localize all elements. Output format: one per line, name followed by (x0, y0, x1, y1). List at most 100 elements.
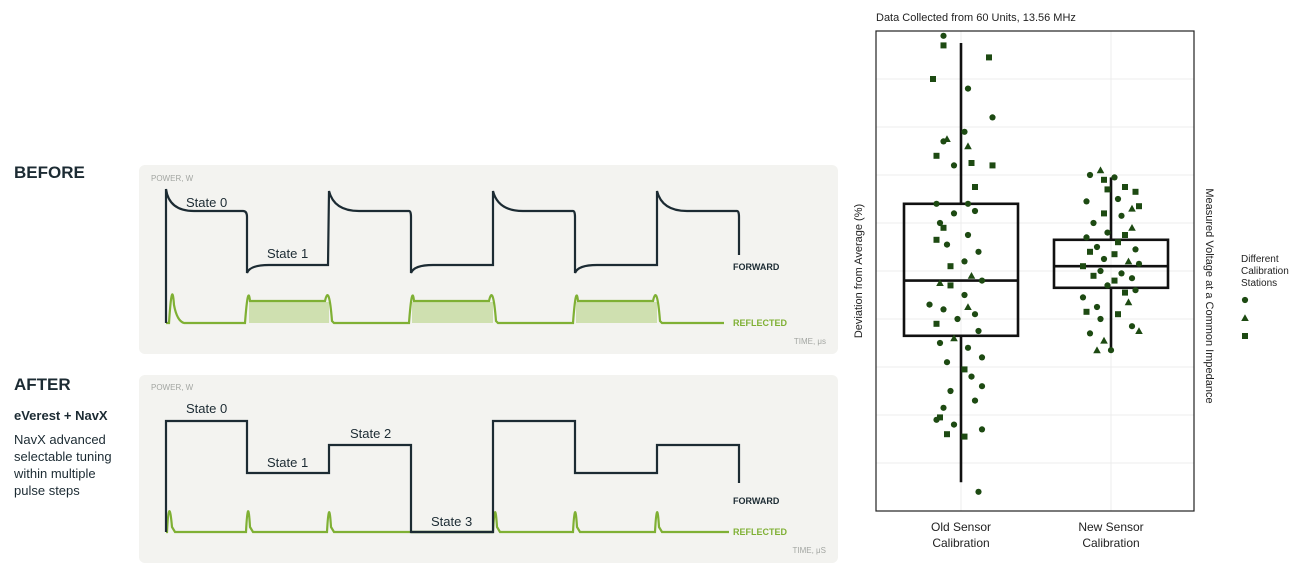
data-point (964, 200, 972, 207)
data-point (971, 207, 979, 215)
data-point (1128, 323, 1136, 330)
plot-frame (875, 30, 1195, 512)
data-point (940, 138, 947, 145)
legend-key (1242, 333, 1248, 339)
data-point (978, 383, 986, 390)
data-point (1080, 263, 1086, 270)
after-x-axis-label: TIME, μS (793, 546, 827, 555)
data-point (961, 291, 968, 299)
data-point (1128, 224, 1136, 231)
data-point (1087, 248, 1093, 255)
data-point (1101, 176, 1107, 183)
y-axis-label-right: Measured Voltage at a Common Impedance (1203, 188, 1215, 403)
data-point (940, 306, 947, 313)
data-point (1096, 166, 1105, 174)
data-point (975, 327, 982, 335)
data-point (933, 200, 940, 207)
before-reflected-line (166, 293, 724, 325)
after-forward-line (164, 419, 741, 534)
data-point (1122, 232, 1128, 238)
data-point (1093, 346, 1101, 354)
after-state-label: State 0 (186, 401, 227, 416)
data-point (936, 339, 944, 347)
after-description: NavX advanced selectable tuning within m… (14, 431, 134, 499)
data-point (1090, 272, 1097, 279)
data-point (950, 421, 958, 428)
x-tick-label: Calibration (932, 536, 989, 550)
data-point (1132, 188, 1139, 195)
data-point (954, 315, 961, 323)
data-point (1136, 203, 1142, 210)
data-point (1100, 255, 1108, 263)
data-point (961, 433, 968, 440)
data-point (943, 241, 951, 248)
after-y-axis-label: POWER, W (151, 383, 194, 392)
data-point (1086, 330, 1094, 337)
x-tick-label: Calibration (1082, 536, 1139, 550)
data-point (986, 54, 992, 61)
data-point (1122, 289, 1128, 296)
data-point (1114, 195, 1122, 203)
data-point (943, 359, 951, 366)
data-point (989, 162, 996, 169)
after-waveform-panel: POWER, W TIME, μS State 0 State 1 State … (139, 375, 838, 563)
data-point (1124, 257, 1133, 265)
data-point (975, 488, 982, 495)
data-point (989, 114, 996, 121)
data-point (1083, 198, 1090, 205)
after-waveform-svg: POWER, W TIME, μS State 0 State 1 State … (151, 383, 827, 555)
data-point (1128, 275, 1136, 282)
data-point (971, 311, 979, 318)
data-point (1097, 267, 1104, 275)
data-point (937, 414, 943, 421)
data-point (1093, 303, 1101, 311)
after-description-line: within multiple (14, 466, 96, 481)
data-point (947, 282, 954, 289)
after-heading: AFTER (14, 375, 71, 394)
box-plot-chart: Data Collected from 60 Units, 13.56 MHzO… (853, 12, 1289, 550)
box (1052, 238, 1170, 290)
data-point (1100, 336, 1108, 344)
before-y-axis-label: POWER, W (151, 174, 194, 183)
data-point (936, 219, 944, 227)
x-tick-label: New Sensor (1078, 520, 1143, 534)
data-point (1115, 239, 1121, 246)
before-forward-line (164, 188, 741, 323)
data-point (1132, 246, 1139, 253)
data-point (1107, 347, 1115, 354)
data-point (964, 231, 972, 239)
data-point (1104, 229, 1111, 236)
legend-key (1241, 296, 1249, 304)
data-point (1111, 174, 1118, 181)
after-forward-label: FORWARD (733, 496, 780, 506)
data-point (1104, 282, 1111, 289)
x-tick-label: Old Sensor (931, 520, 991, 534)
box (902, 202, 1020, 338)
data-point (1115, 311, 1121, 318)
data-point (926, 301, 933, 308)
chart-title: Data Collected from 60 Units, 13.56 MHz (876, 12, 1076, 24)
data-point (1079, 294, 1087, 301)
after-state-label: State 2 (350, 426, 391, 441)
data-point (1111, 251, 1118, 258)
data-point (933, 320, 940, 327)
data-point (1093, 243, 1101, 251)
data-point (964, 303, 972, 310)
data-point (933, 416, 940, 423)
data-point (1090, 219, 1097, 227)
data-point (1101, 210, 1107, 217)
data-point (1118, 212, 1125, 219)
before-heading: BEFORE (14, 163, 85, 182)
legend-key (1241, 314, 1249, 321)
before-x-axis-label: TIME, μs (794, 337, 826, 346)
data-point (971, 397, 979, 404)
before-waveform-panel: POWER, W TIME, μs State 0 State 1 FORWAR… (139, 165, 838, 354)
data-point (968, 373, 975, 380)
legend-title: Stations (1241, 278, 1277, 289)
after-subtitle: eVerest + NavX (14, 408, 108, 423)
data-point (1104, 186, 1111, 193)
data-point (944, 431, 950, 438)
data-point (1135, 327, 1143, 334)
data-point (1122, 184, 1128, 190)
data-point (978, 277, 986, 284)
